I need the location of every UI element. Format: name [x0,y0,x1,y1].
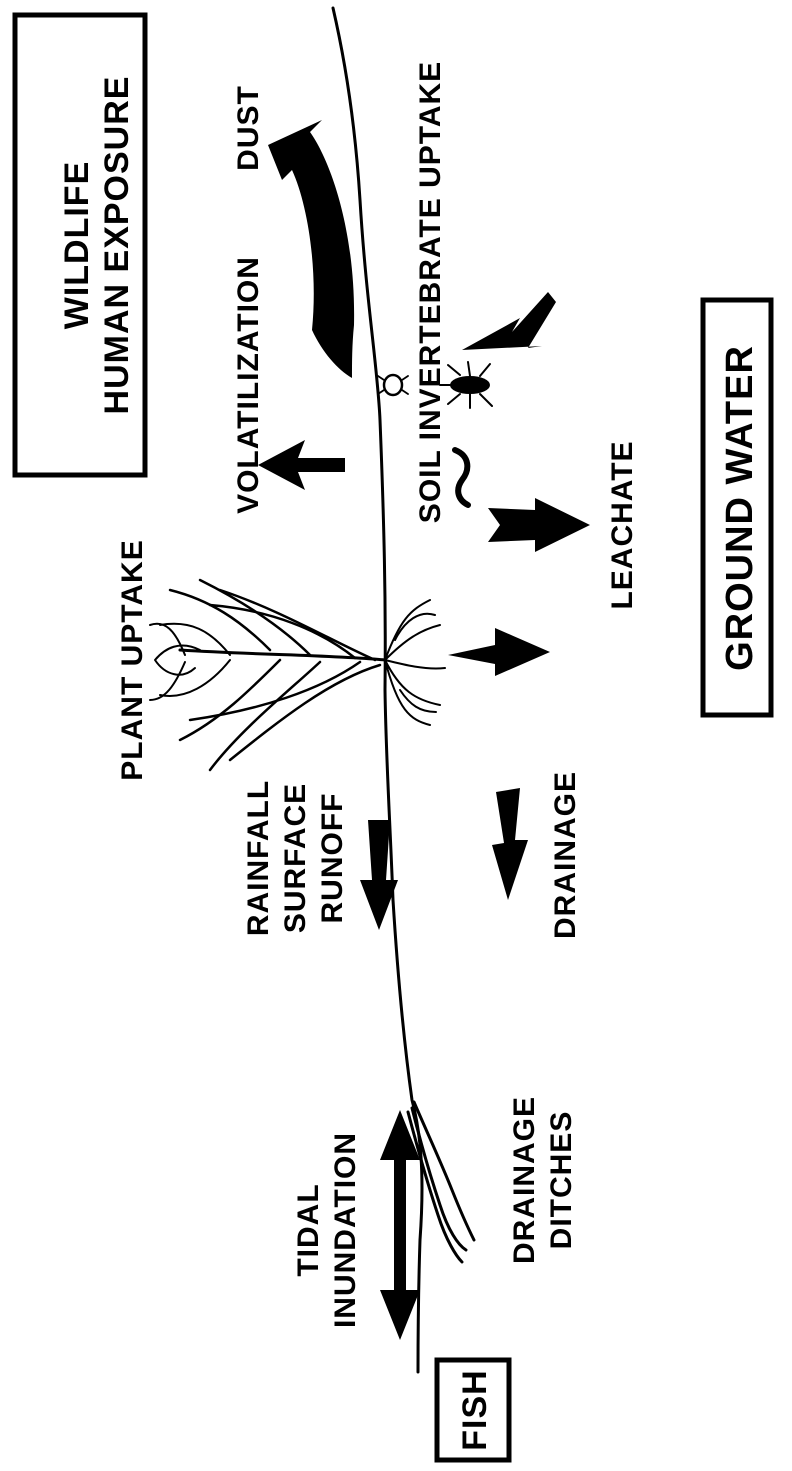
ground-water-label: GROUND WATER [719,345,761,671]
surface-label: SURFACE [279,783,312,933]
soil-invertebrate-arrow [462,292,556,350]
ground-surface-line [331,6,424,1374]
runoff-arrow [360,820,398,930]
leachate-label: LEACHATE [606,440,639,609]
inundation-label: INUNDATION [329,1132,362,1328]
dust-label: DUST [232,85,265,171]
plant-icon [149,578,446,772]
tidal-double-arrow [380,1110,420,1340]
wildlife-human-exposure-box [12,12,148,478]
human-exposure-label: HUMAN EXPOSURE [98,76,136,415]
rainfall-label: RAINFALL [242,780,275,936]
beetle-icon [377,373,409,397]
plant-root-arrow [448,628,550,676]
drainage-ditches-lines [406,1100,476,1264]
drainage-arrow [492,788,528,900]
fish-label: FISH [456,1369,494,1450]
worm-icon [452,447,471,508]
ground-water-box [700,297,774,718]
dust-arrow [268,120,355,378]
volatilization-arrow [258,440,345,490]
fish-box [434,1357,512,1463]
drainage-ditches-label-1: DRAINAGE [508,1096,541,1264]
drainage-label: DRAINAGE [549,771,582,939]
leachate-arrow [488,498,590,552]
soil-invertebrate-uptake-label: SOIL INVERTEBRATE UPTAKE [414,61,447,523]
volatilization-label: VOLATILIZATION [232,256,265,514]
runoff-label: RUNOFF [316,793,349,924]
wildlife-label: WILDLIFE [58,161,96,330]
insect-icon [439,361,493,409]
plant-uptake-label: PLANT UPTAKE [116,539,149,780]
drainage-ditches-label-2: DITCHES [545,1111,578,1250]
tidal-label: TIDAL [292,1183,325,1276]
